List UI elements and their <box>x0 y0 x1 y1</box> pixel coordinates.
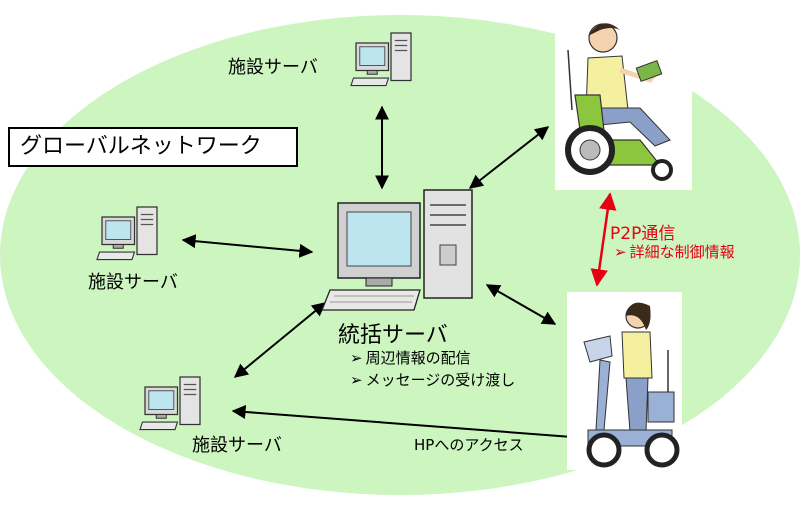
central-server-bullets: ➢周辺情報の配信 ➢メッセージの受け渡し <box>350 347 515 391</box>
p2p-bullets: ➢詳細な制御情報 <box>614 241 735 263</box>
arrow-p2p <box>590 192 617 287</box>
p2p-title: P2P通信 <box>610 224 676 244</box>
bullet-mark: ➢ <box>614 243 627 261</box>
bullet-mark: ➢ <box>350 371 363 389</box>
arrow-central-standing-robot <box>485 284 557 325</box>
global-network-label: グローバルネットワーク <box>8 127 298 167</box>
central-server-bullet: ➢メッセージの受け渡し <box>350 371 516 389</box>
facility-server-bottom-label: 施設サーバ <box>192 435 282 456</box>
arrow-central-bottom-server <box>233 302 327 378</box>
standing-mobility-robot-image <box>567 292 682 470</box>
hp-access-label: HPへのアクセス <box>414 436 524 454</box>
central-server-icon <box>321 189 473 311</box>
central-server-label: 統括サーバ <box>338 323 448 348</box>
bullet-mark: ➢ <box>350 349 363 367</box>
arrow-central-left-server <box>181 234 314 258</box>
facility-server-left-label: 施設サーバ <box>88 272 178 293</box>
p2p-bullet: ➢詳細な制御情報 <box>614 243 735 261</box>
arrow-central-wheelchair <box>468 126 550 189</box>
arrow-hp-access <box>231 404 573 438</box>
wheelchair-user-image <box>555 12 692 190</box>
central-server-bullet: ➢周辺情報の配信 <box>350 349 471 367</box>
facility-server-top-label: 施設サーバ <box>228 57 318 78</box>
